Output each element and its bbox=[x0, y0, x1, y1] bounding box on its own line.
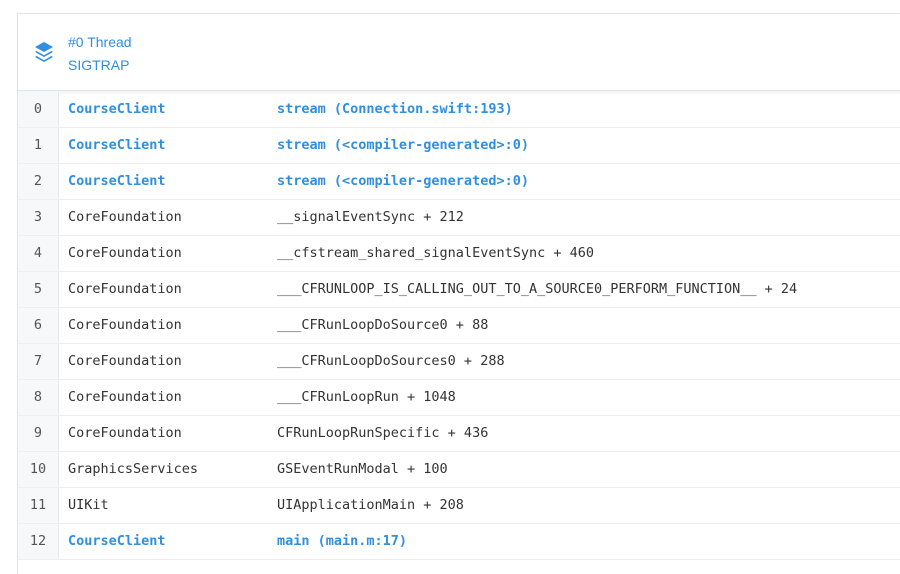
frame-function[interactable]: __signalEventSync + 212 bbox=[277, 209, 464, 225]
frame-index: 3 bbox=[18, 200, 59, 235]
frame-function[interactable]: __cfstream_shared_signalEventSync + 460 bbox=[277, 245, 594, 261]
frame-index: 2 bbox=[18, 164, 59, 199]
thread-header[interactable]: #0 Thread SIGTRAP bbox=[18, 14, 900, 91]
frame-function[interactable]: GSEventRunModal + 100 bbox=[277, 461, 448, 477]
frame-index: 4 bbox=[18, 236, 59, 271]
frame-index: 6 bbox=[18, 308, 59, 343]
frame-module[interactable]: CoreFoundation bbox=[68, 425, 182, 441]
thread-signal[interactable]: SIGTRAP bbox=[68, 57, 130, 73]
frame-function[interactable]: ___CFRunLoopDoSource0 + 88 bbox=[277, 317, 489, 333]
frame-index: 10 bbox=[18, 452, 59, 487]
frame-module[interactable]: CoreFoundation bbox=[68, 209, 182, 225]
stack-frame-row[interactable]: 9 CoreFoundation CFRunLoopRunSpecific + … bbox=[18, 416, 900, 452]
stack-frame-row[interactable]: 5 CoreFoundation ___CFRUNLOOP_IS_CALLING… bbox=[18, 272, 900, 308]
frame-function[interactable]: main (main.m:17) bbox=[277, 533, 408, 549]
frame-module[interactable]: CourseClient bbox=[68, 533, 166, 549]
stack-frame-row[interactable]: 3 CoreFoundation __signalEventSync + 212 bbox=[18, 200, 900, 236]
frame-index: 5 bbox=[18, 272, 59, 307]
thread-title[interactable]: #0 Thread bbox=[68, 34, 132, 50]
frame-function[interactable]: CFRunLoopRunSpecific + 436 bbox=[277, 425, 489, 441]
frame-module[interactable]: CoreFoundation bbox=[68, 353, 182, 369]
stack-frame-row[interactable]: 12 CourseClient main (main.m:17) bbox=[18, 524, 900, 560]
frame-index: 0 bbox=[18, 92, 59, 127]
frame-function[interactable]: stream (<compiler-generated>:0) bbox=[277, 137, 529, 153]
stack-frame-row[interactable]: 7 CoreFoundation ___CFRunLoopDoSources0 … bbox=[18, 344, 900, 380]
frame-index: 11 bbox=[18, 488, 59, 523]
frame-module[interactable]: CourseClient bbox=[68, 101, 166, 117]
frame-index: 8 bbox=[18, 380, 59, 415]
stack-frame-row[interactable]: 11 UIKit UIApplicationMain + 208 bbox=[18, 488, 900, 524]
frame-module[interactable]: CourseClient bbox=[68, 137, 166, 153]
frame-index: 7 bbox=[18, 344, 59, 379]
frame-function[interactable]: ___CFRUNLOOP_IS_CALLING_OUT_TO_A_SOURCE0… bbox=[277, 281, 798, 297]
frame-function[interactable]: stream (Connection.swift:193) bbox=[277, 101, 513, 117]
frame-index: 9 bbox=[18, 416, 59, 451]
frame-module[interactable]: CoreFoundation bbox=[68, 317, 182, 333]
frame-index: 12 bbox=[18, 524, 59, 559]
stack-frame-row[interactable]: 8 CoreFoundation ___CFRunLoopRun + 1048 bbox=[18, 380, 900, 416]
stack-frame-row[interactable]: 6 CoreFoundation ___CFRunLoopDoSource0 +… bbox=[18, 308, 900, 344]
stack-frames-list: 0 CourseClient stream (Connection.swift:… bbox=[18, 92, 900, 560]
stack-frame-row[interactable]: 10 GraphicsServices GSEventRunModal + 10… bbox=[18, 452, 900, 488]
stack-frame-row[interactable]: 1 CourseClient stream (<compiler-generat… bbox=[18, 128, 900, 164]
frame-module[interactable]: CourseClient bbox=[68, 173, 166, 189]
stack-frame-row[interactable]: 2 CourseClient stream (<compiler-generat… bbox=[18, 164, 900, 200]
layers-icon bbox=[35, 42, 53, 62]
frame-module[interactable]: CoreFoundation bbox=[68, 281, 182, 297]
frame-function[interactable]: ___CFRunLoopDoSources0 + 288 bbox=[277, 353, 505, 369]
frame-module[interactable]: GraphicsServices bbox=[68, 461, 199, 477]
thread-panel: #0 Thread SIGTRAP 0 CourseClient stream … bbox=[17, 13, 900, 574]
frame-index: 1 bbox=[18, 128, 59, 163]
frame-function[interactable]: UIApplicationMain + 208 bbox=[277, 497, 464, 513]
stack-frame-row[interactable]: 0 CourseClient stream (Connection.swift:… bbox=[18, 92, 900, 128]
frame-module[interactable]: CoreFoundation bbox=[68, 245, 182, 261]
stack-frame-row[interactable]: 4 CoreFoundation __cfstream_shared_signa… bbox=[18, 236, 900, 272]
frame-function[interactable]: stream (<compiler-generated>:0) bbox=[277, 173, 529, 189]
frame-function[interactable]: ___CFRunLoopRun + 1048 bbox=[277, 389, 456, 405]
frame-module[interactable]: UIKit bbox=[68, 497, 109, 513]
frame-module[interactable]: CoreFoundation bbox=[68, 389, 182, 405]
